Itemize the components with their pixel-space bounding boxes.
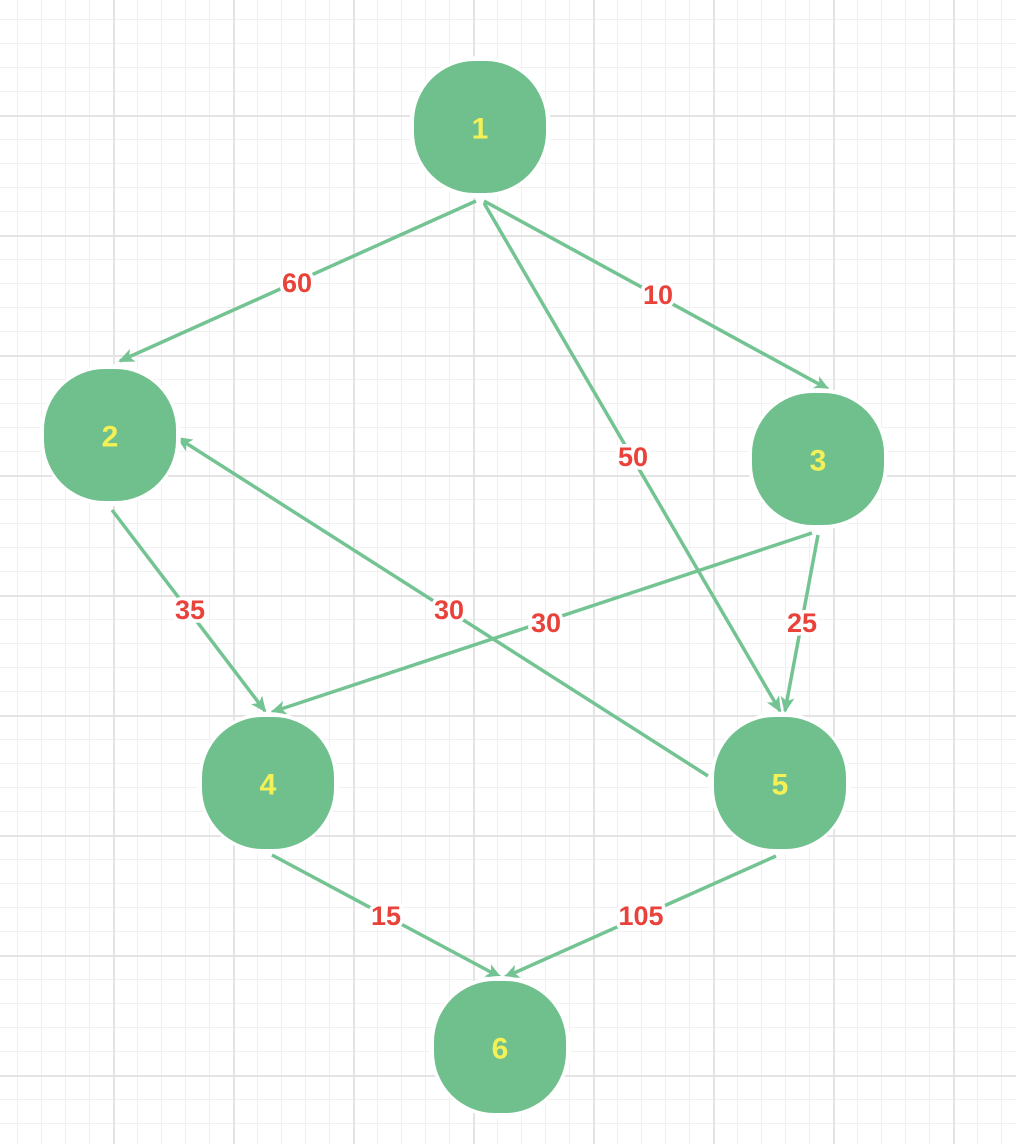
node-3-label: 3 — [810, 445, 827, 478]
edge-5-2 — [176, 436, 709, 778]
nodes-layer: 1 2 3 4 5 6 — [39, 56, 889, 1118]
node-1-shape — [414, 61, 546, 193]
edge-3-5 — [780, 534, 820, 713]
node-3-shape — [752, 393, 884, 525]
edge-labels-layer: 60 10 50 35 30 30 25 15 105 — [171, 265, 820, 935]
node-4-label: 4 — [260, 769, 277, 802]
edge-weight-2-4: 35 — [175, 595, 205, 625]
edge-weight-1-5: 50 — [618, 442, 648, 472]
edge-2-4 — [110, 508, 267, 713]
edge-4-6 — [271, 853, 502, 979]
edge-weight-1-2: 60 — [282, 268, 312, 298]
node-4-shape — [202, 717, 334, 849]
node-4: 4 — [197, 712, 339, 854]
edges-layer — [110, 199, 830, 979]
node-6-label: 6 — [492, 1033, 509, 1066]
edge-1-2 — [118, 199, 477, 363]
edge-weight-5-6: 105 — [618, 901, 663, 931]
edge-weight-5-2: 30 — [434, 595, 464, 625]
edge-3-4 — [270, 531, 813, 715]
edge-5-6 — [503, 854, 777, 979]
node-1: 1 — [409, 56, 551, 198]
node-5-label: 5 — [772, 769, 789, 802]
edge-1-3 — [483, 199, 830, 391]
node-5: 5 — [709, 712, 851, 854]
node-2-shape — [44, 369, 176, 501]
edge-weight-3-4: 30 — [531, 608, 561, 638]
node-5-shape — [714, 717, 846, 849]
node-6: 6 — [429, 976, 571, 1118]
edge-1-5 — [482, 202, 782, 713]
edge-weight-3-5: 25 — [787, 608, 817, 638]
node-2: 2 — [39, 364, 181, 506]
node-6-shape — [434, 981, 566, 1113]
node-3: 3 — [747, 388, 889, 530]
node-1-label: 1 — [472, 113, 489, 146]
node-2-label: 2 — [102, 421, 119, 454]
edge-weight-1-3: 10 — [643, 280, 673, 310]
edge-weight-4-6: 15 — [371, 901, 401, 931]
